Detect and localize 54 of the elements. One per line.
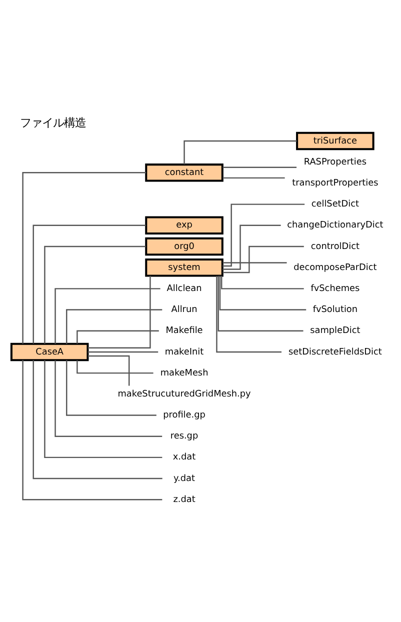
node-text: res.gp <box>170 432 198 442</box>
connector <box>222 204 305 267</box>
connector <box>216 276 282 353</box>
node-text: profile.gp <box>163 410 206 421</box>
node-text: Allclean <box>166 284 202 294</box>
node-text: decomposeParDict <box>294 262 377 273</box>
connector <box>66 309 162 344</box>
node-text: fvSchemes <box>310 284 360 294</box>
connector <box>76 330 159 344</box>
node-text: fvSolution <box>312 305 358 316</box>
connector <box>218 276 304 332</box>
connector <box>88 276 151 349</box>
connector <box>32 224 146 344</box>
node-text: Makefile <box>166 326 203 336</box>
node-box: system <box>145 258 224 277</box>
node-text: cellSetDict <box>311 200 360 210</box>
node-text: transportProperties <box>292 178 378 188</box>
connector <box>219 276 306 310</box>
node-text: makeStrucuturedGridMesh.py <box>118 389 251 400</box>
node-text: x.dat <box>172 452 196 463</box>
connector <box>22 172 146 344</box>
connector <box>44 246 146 344</box>
connector <box>88 355 130 386</box>
node-text: controlDict <box>310 242 360 252</box>
node-box: triSurface <box>296 132 374 150</box>
diagram-title: ファイル構造 <box>20 116 86 130</box>
node-box: constant <box>145 164 224 182</box>
connector <box>54 360 162 437</box>
connector <box>222 166 297 168</box>
node-box: org0 <box>145 237 224 256</box>
connector <box>44 360 162 458</box>
connector <box>54 288 160 344</box>
connector <box>222 177 285 179</box>
node-text: z.dat <box>173 494 196 505</box>
node-text: sampleDict <box>310 326 360 336</box>
connector <box>32 360 162 480</box>
connector <box>222 224 281 270</box>
connector <box>220 276 304 290</box>
node-box: CaseA <box>10 342 89 362</box>
connector <box>66 360 156 416</box>
connector <box>22 360 162 500</box>
node-text: makeInit <box>164 347 204 358</box>
node-text: changeDictionaryDict <box>287 220 384 231</box>
node-text: Allrun <box>171 305 198 316</box>
node-text: makeMesh <box>160 368 208 378</box>
connector <box>222 246 304 274</box>
connector <box>76 360 154 374</box>
node-text: y.dat <box>174 474 195 484</box>
connector <box>88 351 158 353</box>
connector <box>222 262 287 264</box>
node-text: setDiscreteFieldsDict <box>288 347 382 358</box>
connector <box>184 140 297 164</box>
node-box: exp <box>145 216 224 235</box>
node-text: RASProperties <box>304 157 366 168</box>
